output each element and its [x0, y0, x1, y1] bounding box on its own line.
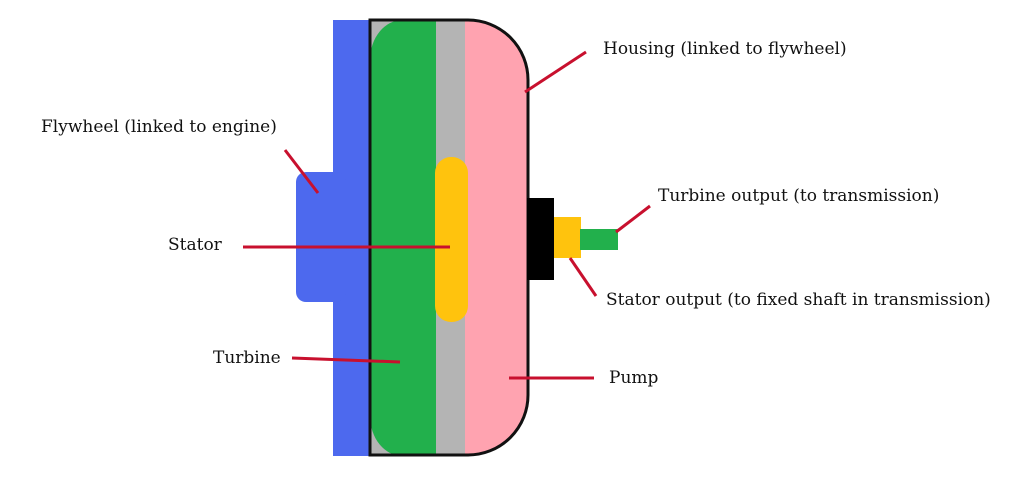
stator-output-shaft: [554, 217, 581, 258]
stator-body: [435, 157, 468, 322]
output-hub: [527, 198, 554, 280]
leader-turbine: [291, 356, 401, 364]
pump-body: [465, 20, 528, 455]
housing-label: Housing (linked to flywheel): [603, 39, 847, 59]
turbine-output-label: Turbine output (to transmission): [658, 186, 940, 206]
stator-output-label: Stator output (to fixed shaft in transmi…: [606, 290, 991, 310]
leader-turbine-output: [615, 204, 651, 234]
turbine-output-shaft: [580, 229, 618, 250]
turbine-left-curve: [372, 22, 436, 453]
leader-lines: [243, 50, 651, 380]
pump-label: Pump: [609, 368, 659, 388]
turbine-label: Turbine: [213, 348, 281, 368]
leader-stator-output: [568, 257, 598, 297]
leader-housing: [524, 50, 587, 94]
flywheel-boss: [296, 172, 346, 302]
housing-outline: [368, 18, 530, 457]
flywheel-label: Flywheel (linked to engine): [41, 117, 277, 137]
leader-flywheel: [283, 149, 320, 194]
stator-label: Stator: [168, 235, 222, 255]
